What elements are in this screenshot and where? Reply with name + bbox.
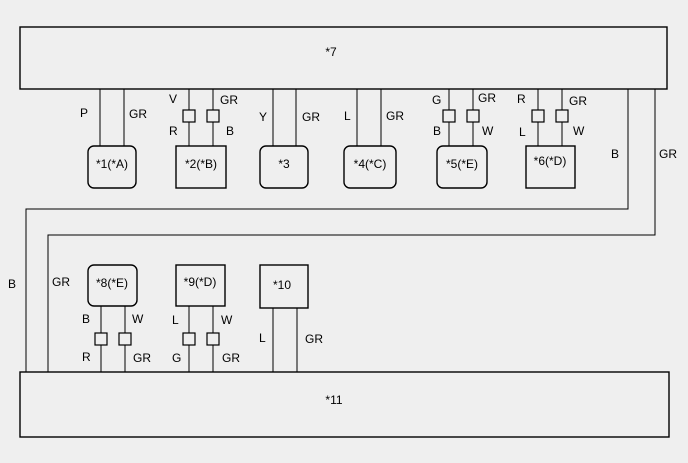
trunk-wire-gr-label-right: GR [659, 147, 677, 161]
connector [531, 109, 545, 123]
wire-label: R [517, 92, 526, 106]
wire-label: GR [222, 351, 240, 365]
component-label: *5(*E) [446, 157, 478, 171]
component-6: R GR L W *6(*D) [517, 89, 587, 189]
block-top-label: *7 [325, 45, 337, 59]
component-label: *3 [278, 157, 290, 171]
wire-label: G [172, 351, 181, 365]
wire-label: GR [302, 110, 320, 124]
wire-label: W [132, 312, 144, 326]
trunk-wire-b-label-left: B [8, 277, 16, 291]
wire-label: P [80, 106, 88, 120]
component-1: P GR *1(*A) [80, 89, 147, 189]
wire-label: GR [569, 94, 587, 108]
connector [118, 332, 132, 346]
wire-label: GR [129, 107, 147, 121]
component-2: V GR R B *2(*B) [169, 89, 238, 189]
component-box [436, 145, 488, 189]
block-top [19, 26, 668, 90]
trunk-wire-b-label-right: B [611, 147, 619, 161]
wire-label: GR [133, 351, 151, 365]
component-3: Y GR *3 [259, 89, 320, 189]
component-label: *8(*E) [96, 276, 128, 290]
connector [206, 332, 220, 346]
component-9: L W G GR *9(*D) [172, 264, 240, 372]
wire-label: GR [386, 109, 404, 123]
trunk-wire-gr [47, 89, 656, 372]
wire-label: W [482, 124, 494, 138]
trunk-wire-gr-label-left: GR [52, 275, 70, 289]
wire-label: V [169, 92, 177, 106]
component-label: *1(*A) [96, 157, 128, 171]
wire-label: W [221, 313, 233, 327]
wire-label: G [432, 93, 441, 107]
component-box [175, 264, 226, 307]
wire-label: R [169, 124, 178, 138]
connector [555, 109, 569, 123]
component-box [259, 264, 309, 309]
wire-label: L [259, 331, 266, 345]
trunk-wire-b [25, 89, 629, 372]
wire-label: L [172, 313, 179, 327]
component-label: *6(*D) [534, 154, 567, 168]
block-bottom [19, 371, 670, 438]
wire-label: B [433, 124, 441, 138]
component-4: L GR *4(*C) [343, 89, 404, 189]
wire-label: GR [220, 93, 238, 107]
block-bottom-label: *11 [325, 393, 342, 407]
component-box [525, 145, 576, 189]
connector [94, 332, 108, 346]
connector [442, 109, 456, 123]
wire-label: B [226, 124, 234, 138]
component-label: *4(*C) [354, 157, 387, 171]
component-5: G GR B W *5(*E) [432, 89, 496, 189]
component-label: *10 [273, 278, 291, 292]
connector [206, 109, 220, 123]
component-box [343, 145, 397, 189]
wire-label: B [82, 312, 90, 326]
wire-label: GR [305, 332, 323, 346]
wire-label: W [573, 124, 585, 138]
component-8: B W R GR *8(*E) [82, 264, 151, 372]
wire-label: L [344, 109, 351, 123]
component-box [175, 145, 227, 189]
component-10: L GR *10 [259, 264, 323, 372]
component-box [87, 264, 138, 307]
component-box [259, 145, 309, 189]
wire-label: GR [478, 91, 496, 105]
component-box [87, 145, 137, 189]
connector [182, 332, 196, 346]
component-label: *9(*D) [184, 275, 217, 289]
component-label: *2(*B) [185, 157, 217, 171]
wire-label: R [82, 350, 91, 364]
wire-label: L [519, 125, 526, 139]
wire-label: Y [259, 110, 267, 124]
connector [182, 109, 196, 123]
connector [466, 109, 480, 123]
